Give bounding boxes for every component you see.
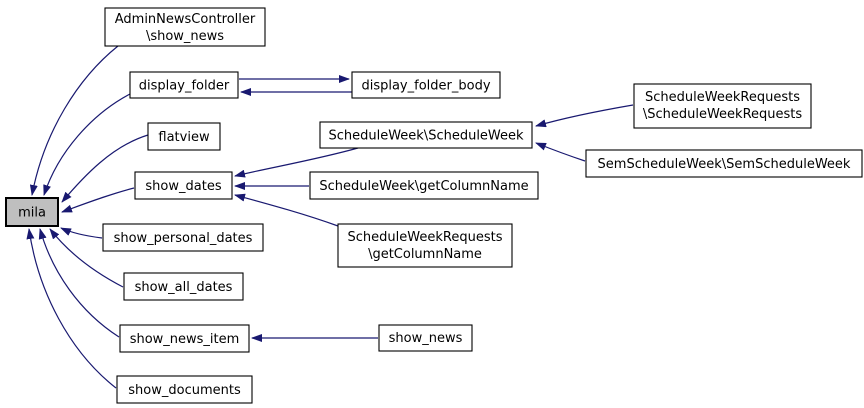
- node-flatview-label: flatview: [158, 130, 210, 145]
- edge-display-folder-to-mila: [43, 93, 131, 196]
- node-scheduleweekrequests-getcolumnname-label-line1: ScheduleWeekRequests: [348, 230, 503, 245]
- edge-show-all-dates-to-mila: [49, 228, 124, 288]
- node-show-dates-label: show_dates: [145, 179, 221, 194]
- node-show-news-item-box: [119, 324, 250, 353]
- node-scheduleweek-scheduleweek-label: ScheduleWeek\ScheduleWeek: [328, 129, 524, 144]
- node-show-news[interactable]: show_news: [378, 324, 473, 352]
- node-flatview[interactable]: flatview: [147, 122, 221, 151]
- node-show-news-label: show_news: [389, 331, 463, 346]
- node-scheduleweekrequests-scheduleweekrequests-box: [633, 83, 812, 129]
- node-show-news-item-label: show_news_item: [130, 332, 240, 347]
- node-scheduleweek-getcolumnname-box: [309, 171, 539, 200]
- node-adminnewscontroller-show-news-label-line1: AdminNewsController: [115, 12, 256, 27]
- node-scheduleweekrequests-getcolumnname[interactable]: ScheduleWeekRequests \getColumnName: [337, 223, 513, 268]
- node-display-folder[interactable]: display_folder: [129, 71, 239, 99]
- node-mila[interactable]: mila: [5, 197, 59, 227]
- node-display-folder-body-label: display_folder_body: [361, 79, 490, 94]
- node-show-documents-label: show_documents: [128, 383, 241, 398]
- node-semscheduleweek-semscheduleweek-label: SemScheduleWeek\SemScheduleWeek: [598, 157, 851, 172]
- edge-scheduleweekrequests-getcolumnname-to-show-dates: [234, 193, 339, 227]
- edge-show-documents-to-mila: [26, 228, 117, 389]
- node-scheduleweek-getcolumnname[interactable]: ScheduleWeek\getColumnName: [309, 171, 539, 200]
- node-display-folder-label: display_folder: [139, 79, 230, 94]
- node-show-news-box: [378, 324, 473, 352]
- edge-scheduleweek-ctor-to-show-dates: [234, 147, 359, 178]
- node-show-documents[interactable]: show_documents: [116, 375, 253, 404]
- node-semscheduleweek-semscheduleweek[interactable]: SemScheduleWeek\SemScheduleWeek: [585, 149, 863, 178]
- node-scheduleweekrequests-getcolumnname-box: [337, 223, 513, 268]
- node-show-all-dates[interactable]: show_all_dates: [123, 272, 244, 301]
- node-flatview-box: [147, 122, 221, 151]
- node-adminnewscontroller-show-news-box: [104, 7, 266, 47]
- edges-layer: [26, 45, 634, 389]
- node-show-news-item[interactable]: show_news_item: [119, 324, 250, 353]
- node-scheduleweek-scheduleweek[interactable]: ScheduleWeek\ScheduleWeek: [319, 121, 533, 149]
- node-semscheduleweek-semscheduleweek-box: [585, 149, 863, 178]
- node-show-dates-box: [134, 171, 233, 200]
- node-show-all-dates-box: [123, 272, 244, 301]
- node-scheduleweekrequests-scheduleweekrequests-label-line2: \ScheduleWeekRequests: [643, 107, 803, 122]
- node-display-folder-box: [129, 71, 239, 99]
- node-scheduleweek-scheduleweek-box: [319, 121, 533, 149]
- node-mila-box: [5, 197, 59, 227]
- node-display-folder-body[interactable]: display_folder_body: [351, 71, 501, 99]
- edge-semscheduleweek-ctor-to-scheduleweek-ctor: [535, 142, 586, 162]
- node-scheduleweekrequests-scheduleweekrequests[interactable]: ScheduleWeekRequests \ScheduleWeekReques…: [633, 83, 812, 129]
- node-adminnewscontroller-show-news-label-line2: \show_news: [146, 29, 224, 44]
- edge-show-personal-dates-to-mila: [60, 227, 103, 239]
- node-scheduleweek-getcolumnname-label: ScheduleWeek\getColumnName: [319, 179, 528, 194]
- edge-flatview-to-mila: [61, 134, 149, 203]
- node-show-personal-dates-box: [102, 223, 264, 252]
- nodes-layer: mila AdminNewsController \show_news disp…: [5, 7, 863, 404]
- node-display-folder-body-box: [351, 71, 501, 99]
- node-show-all-dates-label: show_all_dates: [135, 280, 233, 295]
- edge-adminnews-show-news-to-mila: [29, 45, 119, 196]
- node-adminnewscontroller-show-news[interactable]: AdminNewsController \show_news: [104, 7, 266, 47]
- node-show-dates[interactable]: show_dates: [134, 171, 233, 200]
- node-mila-label: mila: [18, 206, 46, 221]
- edge-show-dates-to-mila: [61, 187, 135, 213]
- node-show-documents-box: [116, 375, 253, 404]
- edge-scheduleweekrequests-ctor-to-scheduleweek-ctor: [535, 104, 634, 128]
- node-show-personal-dates[interactable]: show_personal_dates: [102, 223, 264, 252]
- edge-show-news-item-to-mila: [38, 228, 120, 338]
- node-scheduleweekrequests-scheduleweekrequests-label-line1: ScheduleWeekRequests: [645, 90, 800, 105]
- node-show-personal-dates-label: show_personal_dates: [114, 231, 253, 246]
- node-scheduleweekrequests-getcolumnname-label-line2: \getColumnName: [368, 247, 482, 262]
